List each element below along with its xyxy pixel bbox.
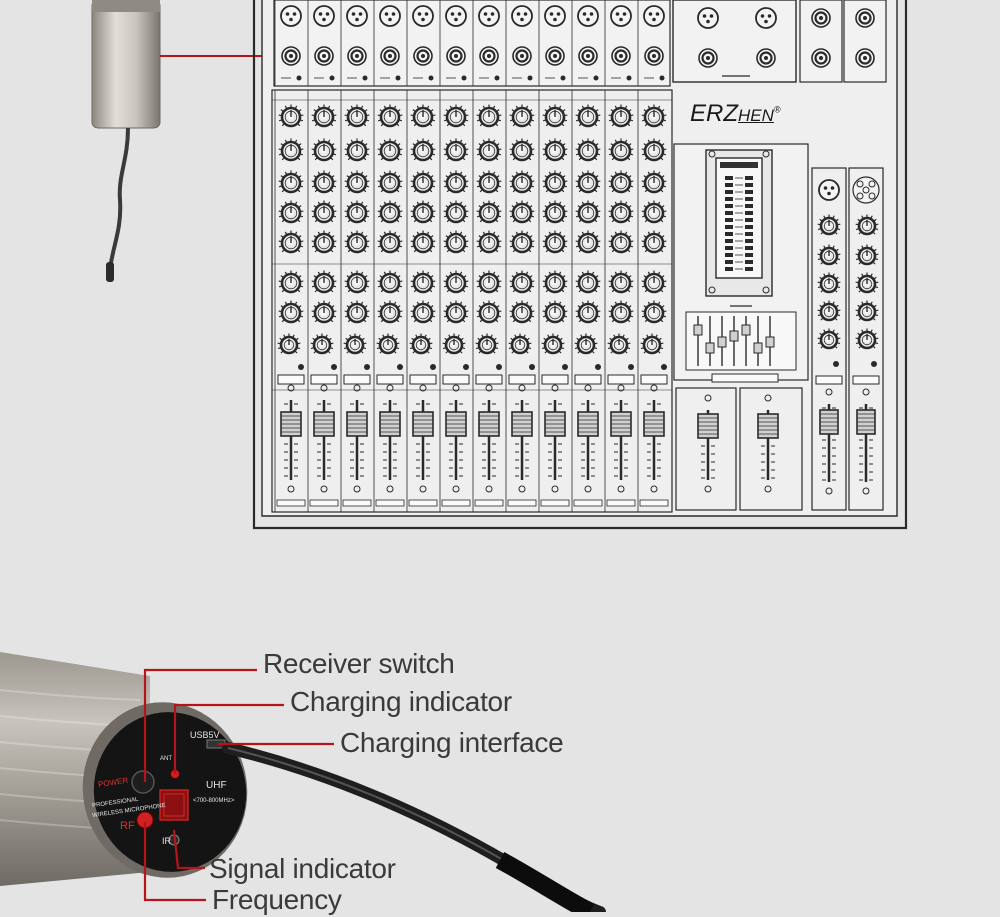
ant-label: ANT: [160, 756, 172, 762]
line-input-jack: [315, 47, 333, 65]
jack: [757, 49, 775, 67]
channel-label-strip: [574, 500, 602, 506]
line-input-jack: [381, 47, 399, 65]
bodypack-transmitter: [92, 0, 160, 282]
xlr-input: [347, 6, 367, 26]
mute-button: [476, 375, 502, 384]
line-input-jack: [645, 47, 663, 65]
jack: [812, 49, 830, 67]
xlr-input: [446, 6, 466, 26]
channel-label-strip: [442, 500, 470, 506]
mute-button: [344, 375, 370, 384]
line-input-jack: [348, 47, 366, 65]
xlr-input: [756, 8, 776, 28]
xlr-input: [314, 6, 334, 26]
ir-label: IR: [162, 836, 171, 846]
xlr-input: [380, 6, 400, 26]
mute-button: [311, 375, 337, 384]
mute-button: [575, 375, 601, 384]
cable-boot: [500, 860, 590, 912]
callout-receiver-switch: Receiver switch: [263, 648, 455, 680]
xlr-input: [281, 6, 301, 26]
channel-label-strip: [343, 500, 371, 506]
channel-label-strip: [541, 500, 569, 506]
line-input-jack: [579, 47, 597, 65]
xlr-input: [545, 6, 565, 26]
xlr-input: [819, 180, 839, 200]
mute-button: [278, 375, 304, 384]
power-switch: [132, 771, 154, 793]
frequency-range: <700-800MHz>: [193, 798, 234, 804]
xlr-input: [611, 6, 631, 26]
mixer-brand-logo: ERZHEN®: [690, 100, 781, 128]
line-input-jack: [513, 47, 531, 65]
callout-frequency: Frequency: [212, 884, 342, 916]
mute-button: [377, 375, 403, 384]
callout-signal-indicator: Signal indicator: [209, 853, 396, 885]
uhf-label: UHF: [206, 780, 227, 791]
line-input-jack: [480, 47, 498, 65]
jack: [699, 49, 717, 67]
jack: [856, 9, 874, 27]
channel-label-strip: [376, 500, 404, 506]
jack: [812, 9, 830, 27]
mute-button: [542, 375, 568, 384]
mute-button: [509, 375, 535, 384]
usb-port: [853, 177, 879, 203]
xlr-input: [512, 6, 532, 26]
usb-label: USB5V: [190, 730, 220, 740]
xlr-input: [644, 6, 664, 26]
audio-mixer: [254, 0, 906, 528]
line-input-jack: [447, 47, 465, 65]
callout-charging-indicator: Charging indicator: [290, 686, 512, 718]
rf-label: RF: [120, 820, 135, 832]
jack: [856, 49, 874, 67]
channel-label-strip: [277, 500, 305, 506]
eq-bypass-button: [712, 374, 778, 382]
line-input-jack: [612, 47, 630, 65]
channel-label-strip: [475, 500, 503, 506]
channel-label-strip: [310, 500, 338, 506]
mute-button: [641, 375, 667, 384]
channel-label-strip: [508, 500, 536, 506]
lcd-screen: [716, 158, 762, 278]
mute-button: [443, 375, 469, 384]
callout-charging-interface: Charging interface: [340, 727, 563, 759]
xlr-input: [479, 6, 499, 26]
line-input-jack: [282, 47, 300, 65]
mute-button: [410, 375, 436, 384]
channel-label-strip: [640, 500, 668, 506]
graphic-eq: [686, 312, 796, 370]
xlr-input: [698, 8, 718, 28]
xlr-input: [578, 6, 598, 26]
line-input-jack: [414, 47, 432, 65]
channel-label-strip: [409, 500, 437, 506]
stereo-io-section: [673, 0, 796, 82]
xlr-input: [413, 6, 433, 26]
channel-label-strip: [607, 500, 635, 506]
line-input-jack: [546, 47, 564, 65]
mute-button: [608, 375, 634, 384]
